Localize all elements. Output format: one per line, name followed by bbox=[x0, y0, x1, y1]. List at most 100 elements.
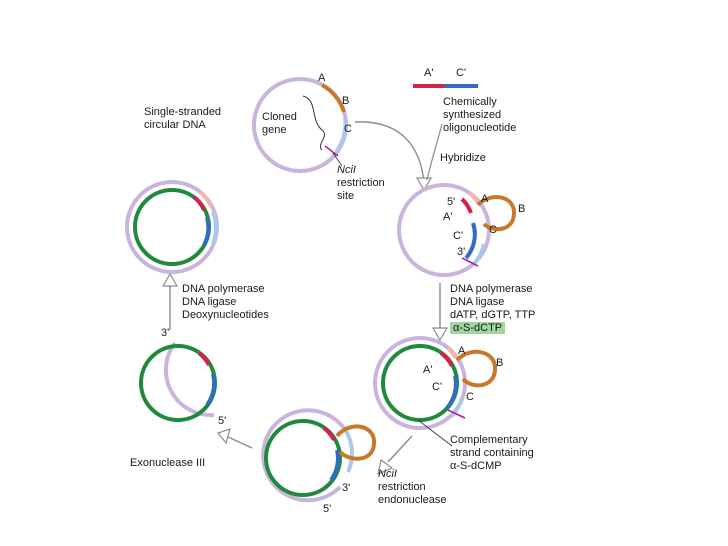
repair-step-label: DNA polymerase DNA ligase Deoxynucleotid… bbox=[182, 283, 269, 322]
nci-site-mark bbox=[461, 257, 479, 267]
nci-arrow bbox=[387, 435, 413, 463]
new-blue bbox=[329, 449, 340, 482]
circle-2-hybridized bbox=[397, 183, 517, 277]
segment-c-light bbox=[450, 397, 464, 418]
repair-line-2: DNA ligase bbox=[182, 296, 237, 308]
cloned-gene-line-1: Cloned bbox=[262, 111, 297, 123]
complementary-line-1: Complementary bbox=[450, 434, 528, 446]
loop-out bbox=[335, 424, 377, 461]
segment-a-light bbox=[446, 346, 458, 360]
segment-a-light bbox=[468, 191, 480, 205]
nci-endo-line-2: restriction bbox=[378, 481, 426, 493]
gene-segment-a bbox=[320, 83, 346, 113]
polymerase-step-label: DNA polymerase DNA ligase dATP, dGTP, TT… bbox=[450, 283, 535, 335]
loop-out bbox=[476, 195, 517, 232]
nci-endo-line-1: NciI bbox=[378, 468, 397, 480]
repair-line-3: Deoxynucleotides bbox=[182, 309, 269, 321]
hybridize-label: Hybridize bbox=[440, 152, 486, 164]
oligo-red-bound bbox=[460, 197, 473, 214]
complementary-line-3: α-S-dCMP bbox=[450, 460, 502, 472]
c5-three-prime: 3' bbox=[161, 327, 170, 339]
template-light bbox=[344, 430, 354, 473]
oligo-blue-bound bbox=[464, 222, 477, 260]
complementary-label: Complementary strand containing α-S-dCMP bbox=[450, 434, 534, 473]
new-blue bbox=[205, 373, 217, 407]
exonuclease-arrowhead bbox=[216, 428, 231, 445]
nci-site-line-3: site bbox=[337, 190, 355, 202]
circle-1-single-stranded bbox=[252, 77, 348, 173]
c3-c: C bbox=[466, 391, 474, 403]
polymerase-arrowhead bbox=[431, 327, 449, 342]
oligo-line-2: synthesized bbox=[443, 109, 502, 121]
oligo-arrow bbox=[426, 123, 443, 181]
nci-arrowhead bbox=[377, 458, 394, 476]
polymerase-line-3: dATP, dGTP, TTP bbox=[450, 309, 536, 321]
repair-line-1: DNA polymerase bbox=[182, 283, 265, 295]
circle-5-degraded bbox=[139, 341, 217, 422]
c3-a-prime: A' bbox=[423, 364, 433, 376]
c2-c-prime: C' bbox=[453, 230, 464, 242]
nci-site-mark bbox=[324, 145, 339, 157]
c4-five-prime: 5' bbox=[323, 503, 332, 515]
new-red bbox=[197, 351, 211, 367]
oligo-line-1: Chemically bbox=[443, 96, 497, 108]
c3-c-prime: C' bbox=[432, 381, 443, 393]
nci-endo-line-3: endonuclease bbox=[378, 494, 447, 506]
hybridize-arrow bbox=[354, 121, 425, 183]
c4-three-prime: 3' bbox=[342, 482, 351, 494]
exonuclease-arrow bbox=[225, 435, 253, 449]
c2-b: B bbox=[518, 203, 526, 215]
label-a: A bbox=[318, 72, 326, 84]
hybridize-arrowhead bbox=[415, 177, 433, 192]
polymerase-line-1: DNA polymerase bbox=[450, 283, 533, 295]
polymerase-line-4: α-S-dCTP bbox=[450, 322, 535, 335]
polymerase-line-2: DNA ligase bbox=[450, 296, 505, 308]
gene-segment-c bbox=[334, 117, 348, 154]
nci-site-line-1: NciI bbox=[337, 164, 356, 176]
cloned-gene-label: Cloned gene bbox=[262, 111, 297, 137]
c2-c: C bbox=[489, 224, 497, 236]
exonuclease-label: Exonuclease III bbox=[130, 457, 206, 469]
c2-five-prime: 5' bbox=[447, 196, 456, 208]
repair-arrowhead bbox=[161, 272, 179, 287]
c3-a: A bbox=[458, 345, 466, 357]
nci-site-label: NciI restriction site bbox=[337, 164, 385, 203]
loop-out bbox=[455, 349, 498, 388]
complementary-line-2: strand containing bbox=[450, 447, 534, 459]
c5-five-prime: 5' bbox=[218, 415, 227, 427]
c2-a-prime: A' bbox=[443, 211, 453, 223]
oligo-label: Chemically synthesized oligonucleotide bbox=[443, 96, 516, 135]
template-strand-nicked bbox=[261, 408, 348, 503]
oligo-line-3: oligonucleotide bbox=[443, 122, 517, 134]
template-blue bbox=[211, 211, 218, 245]
gene-pointer bbox=[302, 95, 326, 151]
circle-4-nicked bbox=[261, 408, 377, 503]
nci-site-line-2: restriction bbox=[337, 177, 385, 189]
new-red bbox=[322, 426, 336, 442]
nci-site-mark bbox=[447, 409, 466, 419]
circle-6-mutant bbox=[125, 180, 219, 274]
nci-endonuclease-label: NciI restriction endonuclease bbox=[378, 468, 447, 507]
complementary-pointer bbox=[417, 419, 453, 447]
new-red bbox=[439, 351, 454, 367]
new-blue bbox=[202, 217, 211, 246]
circle-3-double-stranded bbox=[373, 336, 498, 447]
new-red bbox=[192, 195, 206, 211]
label-b: B bbox=[342, 95, 350, 107]
label-c: C bbox=[344, 123, 352, 135]
single-stranded-line-1: Single-stranded bbox=[144, 106, 222, 118]
single-stranded-label: Single-stranded circular DNA bbox=[144, 106, 221, 132]
new-blue bbox=[445, 375, 458, 410]
cloned-gene-line-2: gene bbox=[262, 124, 287, 136]
site-pointer bbox=[332, 152, 343, 167]
template-strand bbox=[397, 183, 491, 277]
oligo-label-a-prime: A' bbox=[424, 67, 434, 79]
oligo-label-c-prime: C' bbox=[456, 67, 467, 79]
template-pink bbox=[198, 190, 213, 207]
c3-b: B bbox=[496, 357, 504, 369]
c2-a: A bbox=[481, 193, 489, 205]
alpha-s-dctp-highlight: α-S-dCTP bbox=[450, 322, 506, 334]
single-stranded-line-2: circular DNA bbox=[144, 119, 206, 131]
c2-three-prime: 3' bbox=[457, 246, 466, 258]
